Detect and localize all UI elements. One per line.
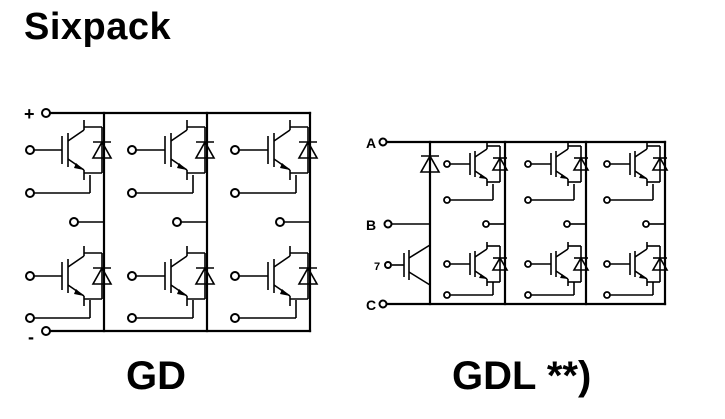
gd-caption: GD — [126, 354, 186, 398]
page-title: Sixpack — [24, 6, 172, 48]
gd-circuit: + - — [24, 104, 318, 347]
terminal-a-label: A — [366, 135, 376, 151]
gdl-circuit: A B 7 C — [366, 135, 668, 313]
minus-terminal-label: - — [28, 327, 34, 347]
terminal-b-label: B — [366, 217, 376, 233]
terminal-7-label: 7 — [374, 261, 380, 273]
terminal-c-label: C — [366, 297, 376, 313]
plus-terminal-label: + — [24, 104, 35, 124]
gdl-caption: GDL **) — [452, 354, 592, 398]
